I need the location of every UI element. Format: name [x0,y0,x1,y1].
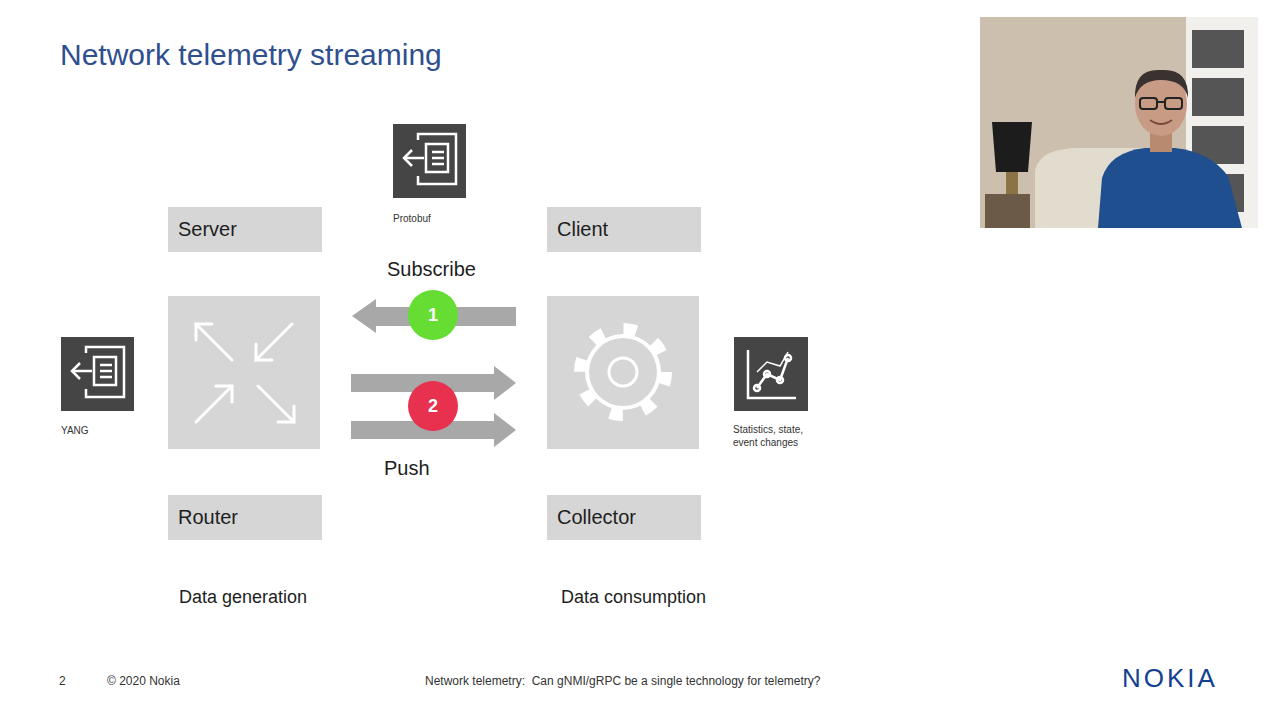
arrow-head [494,366,516,400]
chart-line [757,352,788,372]
arrow-head [494,413,516,447]
icon-ground [734,337,808,411]
push-arrows [351,366,516,447]
arrow-head [196,324,212,340]
arrow-line [256,324,292,360]
chart-symbol [748,350,796,398]
document-line [432,163,444,166]
webcam-video [980,17,1258,228]
icon-caption: Protobuf [393,212,483,225]
box-label: Server [178,218,312,241]
gear-teeth [580,329,666,415]
chart-dot [764,371,770,377]
document-line [100,370,112,373]
document-page [426,144,448,172]
arrow-line [258,386,294,422]
glasses [1140,98,1182,109]
yang-icon [61,337,134,411]
document-arrow [404,157,424,160]
box-label: Client [557,218,691,241]
document-page [94,357,116,385]
document-line [432,151,444,154]
document-symbol [72,347,124,397]
glasses-bridge [1157,101,1165,103]
glasses-lens [1140,98,1157,109]
flow-label: Push [384,457,430,480]
column-label: Data generation [179,587,307,608]
callout-circle: 2 [408,381,458,431]
shirt [1098,148,1242,228]
protobuf-node: Protobuf [393,124,466,242]
protobuf-icon [393,124,466,198]
arrow-marks [196,324,294,422]
chart-dot [754,385,760,391]
page-number: 2 [59,674,66,688]
box-label: Router [178,506,312,529]
yang-node: YANG [61,337,134,454]
arrow-line [196,324,232,360]
arrow-head [256,344,272,360]
side-table [985,194,1030,228]
router-box: Router [168,495,322,540]
client-box: Client [547,207,701,252]
callout-number: 1 [428,305,438,326]
wall [980,17,1258,228]
arrow-line [196,386,232,422]
document-arrow-head [404,150,412,166]
company-logo: NOKIA [1122,663,1218,694]
chart-dot [777,377,783,383]
icon-caption: Statistics, state, event changes [733,423,819,449]
callout-number: 2 [428,396,438,417]
column-label: Data consumption [561,587,706,608]
collector-square [547,296,699,449]
gear-body [589,338,657,406]
slide-title: Network telemetry streaming [60,38,442,72]
arrow-head [216,386,232,402]
document-line [100,376,112,379]
glasses-lens [1165,98,1182,109]
flow-label: Subscribe [387,258,476,281]
icon-caption: YANG [61,424,151,437]
statistics-node: Statistics, state, event changes [733,337,808,453]
document-symbol [404,134,456,184]
copyright: © 2020 Nokia [107,674,180,688]
server-box: Server [168,207,322,252]
chart-axes [748,350,796,398]
collector-icon [547,296,699,449]
callout-circle: 1 [408,290,458,340]
door-panel [1192,30,1244,68]
hair [1135,70,1188,98]
router-square [168,296,320,449]
statistics-icon [734,337,808,411]
document-line [432,157,444,160]
lamp-base [1006,172,1018,194]
arrow-head [278,406,294,422]
router-icon [168,296,320,449]
collector-box: Collector [547,495,701,540]
arrow-head [352,299,376,333]
footer-text: Network telemetry: Can gNMI/gRPC be a si… [425,674,821,688]
mouth [1150,120,1172,124]
document-arrow [72,370,92,373]
chart-line [757,358,788,388]
document-arrow-head [72,363,80,379]
lamp-shade [992,122,1032,172]
icon-ground [61,337,134,411]
door-panel [1192,78,1244,116]
icon-ground [393,124,466,198]
gear-hole [609,358,637,386]
box-label: Collector [557,506,691,529]
gear-rim [585,334,661,410]
document-line [100,364,112,367]
